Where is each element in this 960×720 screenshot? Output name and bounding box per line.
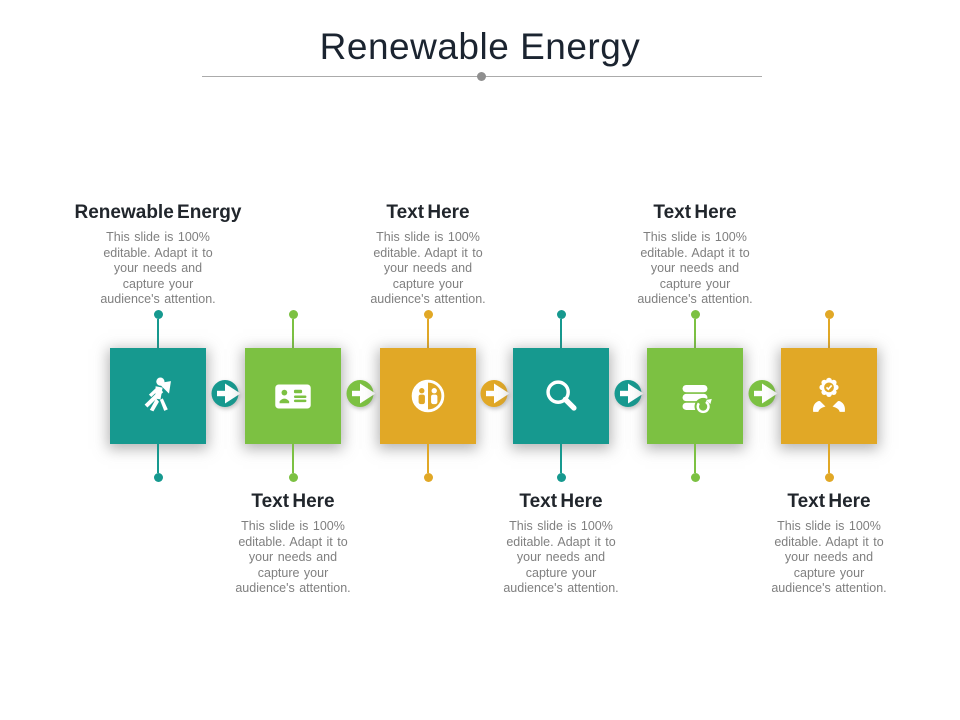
connector-dot: [288, 473, 298, 482]
connector-line: [694, 319, 696, 348]
hands-badge-icon: [813, 377, 845, 412]
step-heading: Text Here: [519, 491, 603, 512]
step-body: This slide is 100% editable. Adapt it to…: [235, 519, 351, 596]
process-step-shape: [110, 348, 206, 444]
connector-line: [560, 444, 562, 473]
arrow-right-icon: [344, 376, 384, 412]
process-step-shape: [647, 348, 743, 444]
process-step-shape: [513, 348, 609, 444]
step-body: This slide is 100% editable. Adapt it to…: [503, 519, 619, 596]
step-heading: Renewable Energy: [74, 202, 242, 223]
connector-dot: [288, 310, 298, 319]
arrow-right-icon: [209, 376, 249, 412]
arrow-right-icon: [746, 376, 786, 412]
title-divider-dot: [477, 72, 486, 81]
connector-dot: [153, 473, 163, 482]
connector-dot: [153, 310, 163, 319]
step-text-block: Renewable Energy This slide is 100% edit…: [73, 202, 243, 308]
arrow-right-icon: [612, 376, 652, 412]
connector-dot: [824, 310, 834, 319]
arrow-right-icon: [478, 376, 518, 412]
connector-line: [157, 319, 159, 348]
process-step-shape: [245, 348, 341, 444]
connector-line: [560, 319, 562, 348]
connector-line: [292, 319, 294, 348]
database-sync-icon: [682, 384, 712, 416]
connector-line: [828, 319, 830, 348]
connector-line: [828, 444, 830, 473]
walking-person-icon: [144, 377, 171, 412]
connector-line: [694, 444, 696, 473]
step-body: This slide is 100% editable. Adapt it to…: [637, 230, 753, 307]
step-body: This slide is 100% editable. Adapt it to…: [370, 230, 486, 307]
step-text-block: Text Here This slide is 100% editable. A…: [744, 491, 914, 597]
step-heading: Text Here: [787, 491, 871, 512]
step-text-block: Text Here This slide is 100% editable. A…: [343, 202, 513, 308]
step-body: This slide is 100% editable. Adapt it to…: [100, 230, 216, 307]
id-card-icon: [275, 384, 311, 409]
connector-line: [427, 319, 429, 348]
step-text-block: Text Here This slide is 100% editable. A…: [476, 491, 646, 597]
connector-dot: [690, 473, 700, 482]
step-text-block: Text Here This slide is 100% editable. A…: [610, 202, 780, 308]
step-heading: Text Here: [653, 202, 737, 223]
connector-dot: [690, 310, 700, 319]
process-step-shape: [380, 348, 476, 444]
connector-dot: [824, 473, 834, 482]
step-heading: Text Here: [386, 202, 470, 223]
connector-line: [427, 444, 429, 473]
people-circle-icon: [411, 379, 445, 413]
step-body: This slide is 100% editable. Adapt it to…: [771, 519, 887, 596]
connector-line: [157, 444, 159, 473]
step-text-block: Text Here This slide is 100% editable. A…: [208, 491, 378, 597]
connector-dot: [423, 473, 433, 482]
process-step-shape: [781, 348, 877, 444]
connector-dot: [556, 473, 566, 482]
connector-line: [292, 444, 294, 473]
slide-title: Renewable Energy: [319, 26, 641, 67]
magnifier-icon: [546, 380, 577, 411]
connector-dot: [423, 310, 433, 319]
step-heading: Text Here: [251, 491, 335, 512]
connector-dot: [556, 310, 566, 319]
